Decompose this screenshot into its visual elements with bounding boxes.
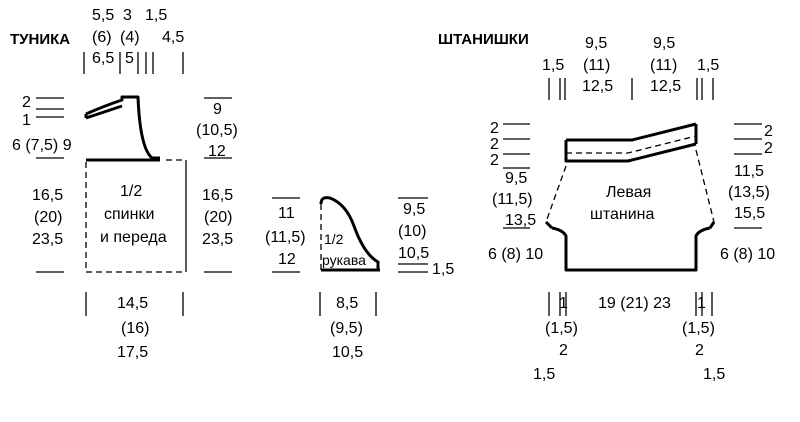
tunic-bottom-w3: 17,5 [117,344,148,361]
pants-right-e: 15,5 [734,205,765,222]
tunic-center-l3: и переда [100,229,167,246]
tunic-right-ticks [204,97,232,273]
tunic-half-outline [84,95,187,273]
tunic-center-l1: 1/2 [120,183,142,200]
sleeve-label2: рукава [322,252,366,268]
tunic-left-b1: 16,5 [32,187,63,204]
tunic-title: ТУНИКА [10,31,70,48]
tunic-left-t1: 1 [22,112,31,129]
pants-center-l2: штанина [590,206,654,223]
pants-left-c: 2 [490,152,499,169]
pants-bottom-right-a: 1 [697,295,706,312]
pants-top-l-c: (11) [583,57,610,74]
tunic-top-d: 3 [123,7,132,24]
pants-left-a: 2 [490,120,499,137]
sleeve-left-c: 12 [278,251,296,268]
sleeve-bottom-ticks [319,292,377,316]
tunic-top-h: 4,5 [162,29,184,46]
tunic-right-a3: 12 [208,143,226,160]
sleeve-bottom-c: 10,5 [332,344,363,361]
tunic-left-t2: 2 [22,94,31,111]
pants-leg-outline [544,122,716,272]
tunic-right-b3: 23,5 [202,231,233,248]
sleeve-label1: 1/2 [324,231,344,247]
tunic-left-ticks [36,97,64,273]
tunic-left-neck: 6 (7,5) 9 [12,137,72,154]
sleeve-right-ticks [398,197,428,273]
pants-left-f: 13,5 [505,212,536,229]
pants-left-d: 9,5 [505,170,527,187]
tunic-top-b: (6) [92,29,112,46]
pants-bottom-ticks [548,292,713,316]
pants-bottom-left-b: (1,5) [545,320,578,337]
tunic-center-l2: спинки [104,206,154,223]
pants-title: ШТАНИШКИ [438,31,529,48]
sleeve-right-b: (10) [398,223,426,240]
sleeve-right-a: 9,5 [403,201,425,218]
sleeve-bottom-a: 8,5 [336,295,358,312]
pants-left-b: 2 [490,136,499,153]
tunic-left-b3: 23,5 [32,231,63,248]
pants-bottom-mid: 19 (21) 23 [598,295,671,312]
pants-top-l-b: 9,5 [585,35,607,52]
pants-top-r-b: (11) [650,57,677,74]
pants-top-r-d: 1,5 [697,57,719,74]
pants-bottom-right-d: 1,5 [703,366,725,383]
tunic-top-g: 1,5 [145,7,167,24]
pants-bottom-left-a: 1 [559,295,568,312]
sleeve-bottom-b: (9,5) [330,320,363,337]
tunic-right-a2: (10,5) [196,122,238,139]
sleeve-left-a: 11 [278,205,295,222]
pants-bottom-left-c: 2 [559,342,568,359]
sleeve-right-d: 1,5 [432,261,454,278]
pants-left-e: (11,5) [492,191,533,208]
sleeve-left-ticks [272,197,300,273]
pants-right-f: 6 (8) 10 [720,246,775,263]
tunic-top-f: 5 [125,50,134,67]
pants-left-ticks [503,123,530,229]
tunic-top-e: (4) [120,29,140,46]
tunic-bottom-w2: (16) [121,320,149,337]
tunic-bottom-ticks [85,292,184,316]
pants-bottom-right-b: (1,5) [682,320,715,337]
pants-top-l-a: 1,5 [542,57,564,74]
sleeve-half-outline [319,196,380,272]
tunic-right-b1: 16,5 [202,187,233,204]
tunic-top-ticks [83,52,184,74]
pants-bottom-right-c: 2 [695,342,704,359]
pants-top-l-d: 12,5 [582,78,613,95]
tunic-top-c: 6,5 [92,50,114,67]
tunic-top-a: 5,5 [92,7,114,24]
tunic-bottom-w1: 14,5 [117,295,148,312]
tunic-right-a1: 9 [213,101,222,118]
pants-top-ticks [548,78,714,100]
pants-right-a: 2 [764,123,773,140]
pants-right-c: 11,5 [734,163,764,180]
pants-right-d: (13,5) [728,184,770,201]
pants-right-b: 2 [764,140,773,157]
tunic-right-b2: (20) [204,209,232,226]
pants-bottom-left-d: 1,5 [533,366,555,383]
pants-top-r-a: 9,5 [653,35,675,52]
pants-center-l1: Левая [606,184,651,201]
pants-top-r-c: 12,5 [650,78,681,95]
pants-left-g: 6 (8) 10 [488,246,543,263]
sleeve-right-c: 10,5 [398,245,429,262]
tunic-left-b2: (20) [34,209,62,226]
sleeve-left-b: (11,5) [265,229,306,246]
pants-right-ticks [734,123,762,229]
